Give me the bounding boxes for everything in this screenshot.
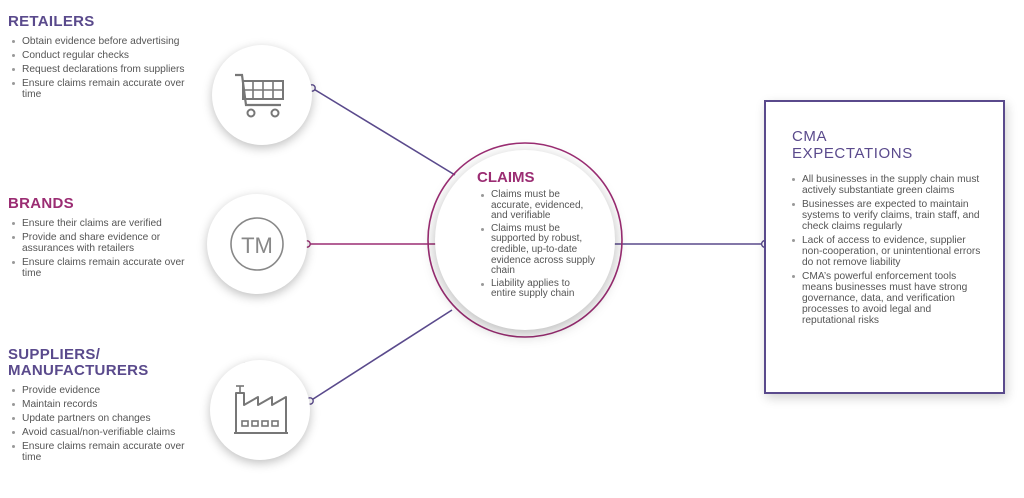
list-item: Liability applies to entire supply chain [477,278,597,300]
list-item: Provide and share evidence or assurances… [8,232,193,254]
suppliers-group: SUPPLIERS/ MANUFACTURERS Provide evidenc… [8,347,193,466]
claims-ring [427,142,623,338]
brands-group: BRANDS Ensure their claims are verified … [8,196,193,282]
claims-title: CLAIMS [477,169,535,186]
claims-circle: CLAIMS Claims must be accurate, evidence… [435,150,615,330]
retailers-title: RETAILERS [8,13,95,30]
brands-list: Ensure their claims are verified Provide… [8,218,193,279]
list-item: Conduct regular checks [8,50,193,61]
brands-title: BRANDS [8,195,74,212]
list-item: Maintain records [8,399,193,410]
cma-title-line1: CMA [792,128,828,145]
list-item: Update partners on changes [8,413,193,424]
list-item: Avoid casual/non-verifiable claims [8,427,193,438]
list-item: Request declarations from suppliers [8,64,193,75]
shopping-cart-icon [235,73,284,118]
list-item: Obtain evidence before advertising [8,36,193,47]
retailers-icon-circle [212,45,312,145]
retailers-connector [311,87,456,176]
list-item: Ensure their claims are verified [8,218,193,229]
list-item: Claims must be accurate, evidenced, and … [477,189,597,222]
list-item: All businesses in the supply chain must … [788,174,983,196]
list-item: Provide evidence [8,385,193,396]
cma-list: All businesses in the supply chain must … [788,174,983,329]
list-item: CMA’s powerful enforcement tools means b… [788,271,983,326]
retailers-group: RETAILERS Obtain evidence before adverti… [8,14,193,103]
cma-title: CMA EXPECTATIONS [792,128,982,162]
trademark-icon: TM [230,217,284,271]
list-item: Claims must be supported by robust, cred… [477,223,597,277]
suppliers-title-line2: MANUFACTURERS [8,362,149,379]
suppliers-title: SUPPLIERS/ MANUFACTURERS [8,347,193,379]
list-item: Ensure claims remain accurate over time [8,257,193,279]
suppliers-list: Provide evidence Maintain records Update… [8,385,193,463]
list-item: Ensure claims remain accurate over time [8,441,193,463]
brands-icon-circle: TM [207,194,307,294]
suppliers-title-line1: SUPPLIERS/ [8,346,101,363]
list-item: Lack of access to evidence, supplier non… [788,235,983,268]
suppliers-icon-circle [210,360,310,460]
suppliers-connector [309,309,453,402]
trademark-label: TM [241,233,273,258]
factory-icon [234,385,288,434]
list-item: Ensure claims remain accurate over time [8,78,193,100]
cma-expectations-box: CMA EXPECTATIONS All businesses in the s… [764,100,1005,394]
cma-title-line2: EXPECTATIONS [792,145,913,162]
retailers-list: Obtain evidence before advertising Condu… [8,36,193,100]
claims-list: Claims must be accurate, evidenced, and … [477,189,597,300]
list-item: Businesses are expected to maintain syst… [788,199,983,232]
